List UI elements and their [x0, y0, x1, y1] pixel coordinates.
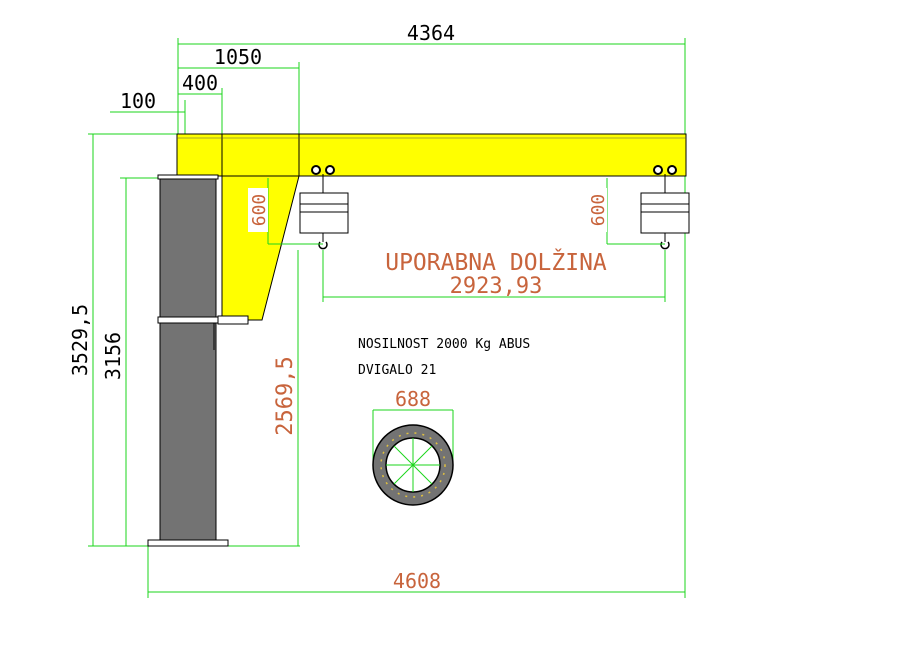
dim-ring-diameter: 688: [395, 387, 431, 411]
dim-column-width: 400: [182, 71, 218, 95]
dim-hoist-drop-left: 600: [249, 194, 270, 227]
collar: [157, 316, 219, 324]
dim-hook-height: 2569,5: [273, 356, 298, 435]
bracket: [221, 175, 300, 321]
hoist-note: DVIGALO 21: [358, 363, 436, 378]
dim-total-height: 3529,5: [68, 304, 92, 376]
dim-column-height: 3156: [101, 332, 125, 380]
column: [159, 177, 217, 541]
jib-beam: [176, 133, 687, 177]
usable-length-title: UPORABNA DOLŽINA: [385, 248, 607, 276]
dim-total-span: 4608: [393, 569, 441, 593]
dim-beam-offset: 100: [120, 89, 156, 113]
base-plate: [147, 539, 229, 547]
dim-overall-beam: 4364: [407, 21, 455, 45]
capacity-note: NOSILNOST 2000 Kg ABUS: [358, 337, 530, 352]
foundation-ring: [372, 409, 454, 506]
dimension-lines: [92, 43, 685, 593]
dim-beam-to-bracket: 1050: [214, 45, 262, 69]
dim-hoist-drop-right: 600: [588, 194, 609, 227]
dim-usable-length: 2923,93: [450, 274, 543, 299]
hoist-left: [299, 165, 349, 250]
hoist-right: [640, 165, 690, 250]
